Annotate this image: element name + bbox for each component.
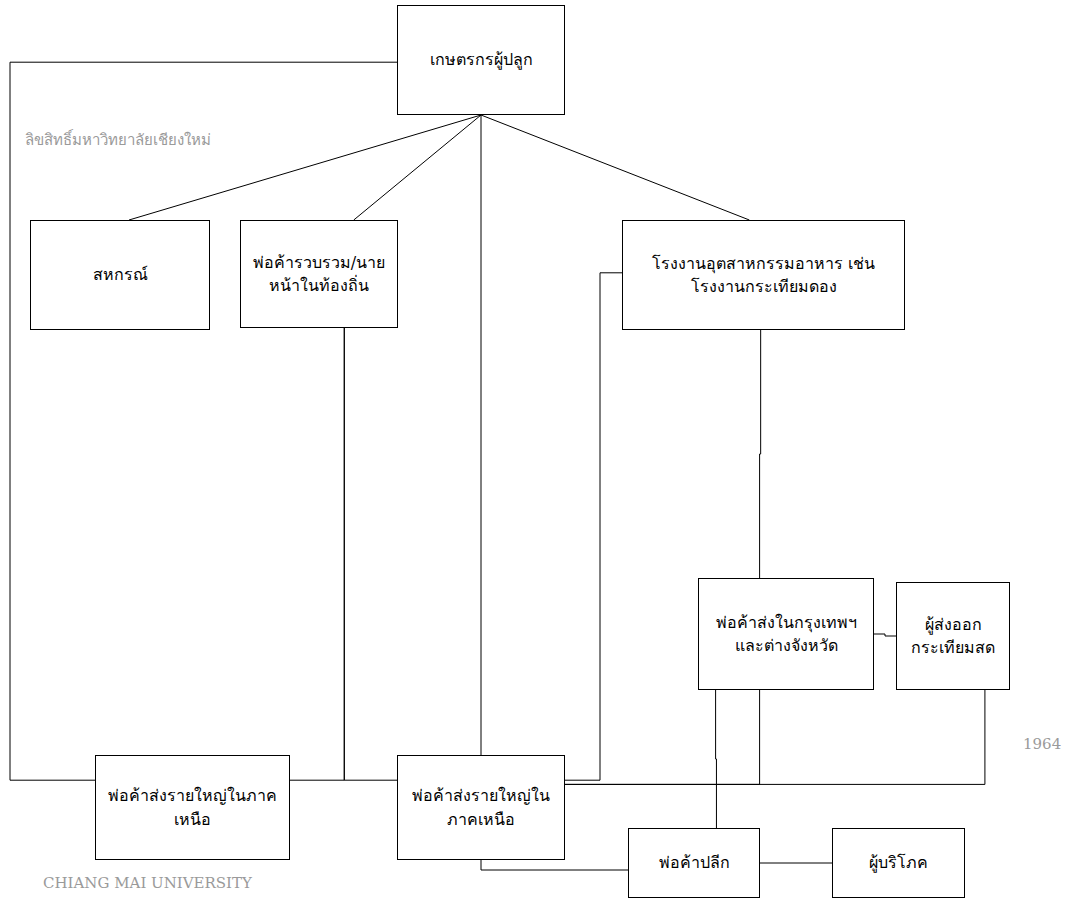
- box-text: พ่อค้าปลีก: [659, 851, 730, 874]
- box-text: ผู้บริโภค: [869, 851, 928, 874]
- box-text: พ่อค้ารวบรวม/นายหน้าในท้องถิ่น: [249, 251, 389, 297]
- process-box: เกษตรกรผู้ปลูก: [397, 5, 565, 115]
- connector-line: [874, 634, 896, 636]
- connector-line: [10, 62, 397, 780]
- process-box: ผู้ส่งออกกระเทียมสด: [896, 582, 1010, 690]
- process-box: พ่อค้าปลีก: [628, 828, 760, 898]
- box-text: พ่อค้าส่งรายใหญ่ในภาคเหนือ: [406, 784, 556, 830]
- connector-line: [354, 115, 481, 220]
- connector-line: [565, 690, 985, 784]
- watermark-text: 1964: [1020, 735, 1064, 753]
- connector-line: [481, 115, 749, 220]
- process-box: ผู้บริโภค: [832, 828, 965, 898]
- watermark-text: CHIANG MAI UNIVERSITY: [40, 874, 255, 892]
- process-box: พ่อค้ารวบรวม/นายหน้าในท้องถิ่น: [240, 220, 398, 328]
- connector-line: [565, 273, 622, 780]
- connector-line: [760, 863, 832, 864]
- watermark-text: ลิขสิทธิ์มหาวิทยาลัยเชียงใหม่: [22, 128, 214, 152]
- process-box: พ่อค้าส่งรายใหญ่ในภาคเหนือ: [95, 755, 290, 860]
- box-text: เกษตรกรผู้ปลูก: [430, 48, 533, 71]
- connector-line: [290, 328, 344, 780]
- connector-line: [481, 860, 628, 870]
- connector-line: [565, 690, 760, 784]
- process-box: สหกรณ์: [30, 220, 210, 330]
- box-text: พ่อค้าส่งในกรุงเทพฯ และต่างจังหวัด: [707, 611, 865, 657]
- connector-line: [715, 690, 717, 828]
- process-box: พ่อค้าส่งในกรุงเทพฯ และต่างจังหวัด: [698, 578, 874, 690]
- box-text: สหกรณ์: [93, 263, 148, 286]
- box-text: โรงงานอุตสาหกรรมอาหาร เช่น โรงงานกระเทีย…: [631, 252, 896, 298]
- box-text: ผู้ส่งออกกระเทียมสด: [905, 613, 1001, 659]
- connector-line: [760, 330, 761, 578]
- connector-line: [344, 328, 397, 780]
- process-box: โรงงานอุตสาหกรรมอาหาร เช่น โรงงานกระเทีย…: [622, 220, 905, 330]
- connector-line: [481, 115, 482, 755]
- process-box: พ่อค้าส่งรายใหญ่ในภาคเหนือ: [397, 755, 565, 860]
- box-text: พ่อค้าส่งรายใหญ่ในภาคเหนือ: [104, 784, 281, 830]
